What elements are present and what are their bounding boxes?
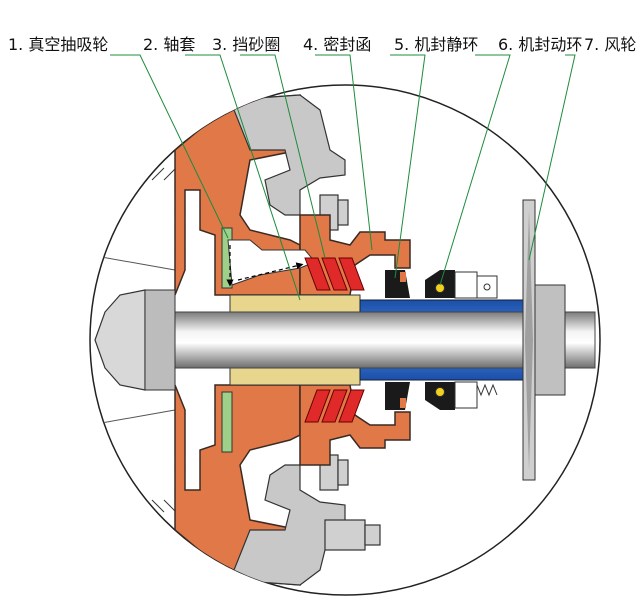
gray-housing-upper xyxy=(229,94,346,216)
main-shaft xyxy=(114,311,596,369)
label-row: 1. 真空抽吸轮 2. 轴套 3. 挡砂圈 4. 密封函 5. 机封静环 6. … xyxy=(0,0,640,54)
static-ring-upper xyxy=(385,270,410,298)
label-shaft-sleeve: 2. 轴套 xyxy=(143,35,196,54)
label-dynamic-ring: 6. 机封动环 xyxy=(498,35,583,54)
label-seal-box: 4. 密封函 xyxy=(303,35,372,54)
label-vacuum-impeller: 1. 真空抽吸轮 xyxy=(8,35,109,54)
leader-lines xyxy=(110,54,576,301)
dynamic-ring-lower xyxy=(425,381,498,410)
label-static-ring: 5. 机封静环 xyxy=(394,35,479,54)
green-part-lower xyxy=(221,391,233,453)
nut-washer xyxy=(144,289,176,391)
fan-wheel-part xyxy=(522,199,566,481)
flow-arrow-2 xyxy=(237,262,304,281)
sand-ring-lower xyxy=(304,389,365,423)
label-fan-wheel: 7. 风轮 xyxy=(584,35,637,54)
label-sand-ring: 3. 挡砂圈 xyxy=(212,35,281,54)
static-ring-lower xyxy=(385,382,410,410)
sand-ring-upper xyxy=(304,257,365,291)
